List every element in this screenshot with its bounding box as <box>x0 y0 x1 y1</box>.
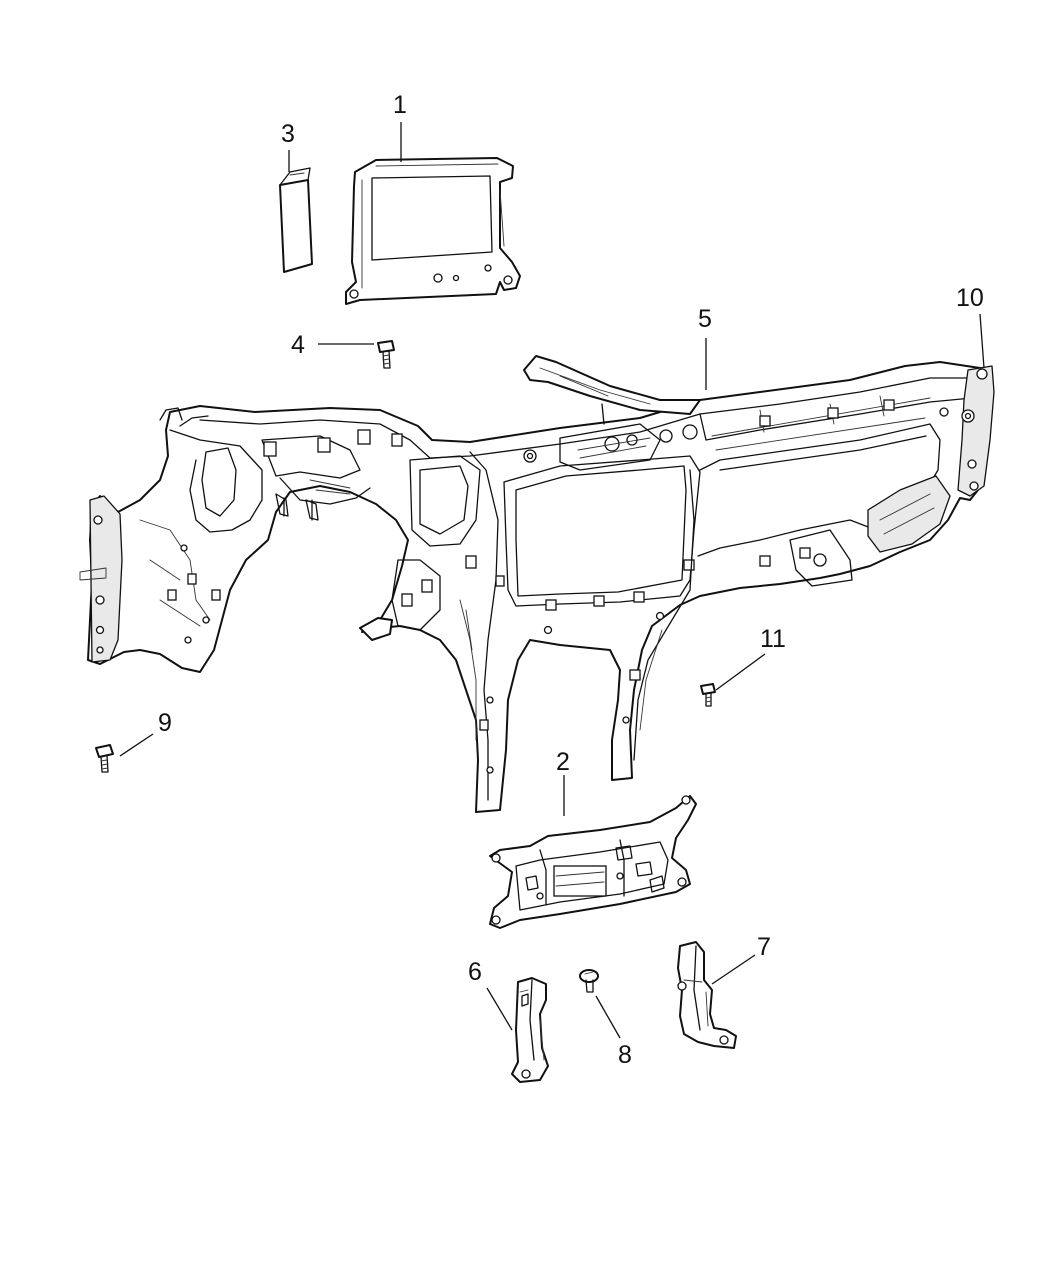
callout-9: 9 <box>158 709 172 737</box>
callout-4: 4 <box>291 331 305 359</box>
callout-1: 1 <box>393 91 407 119</box>
callouts: 1 2 3 4 5 6 7 8 9 10 11 <box>158 91 984 1069</box>
part-8-clip <box>579 969 599 993</box>
callout-11: 11 <box>760 625 786 653</box>
part-3-pad <box>279 167 313 273</box>
part-11-bolt <box>700 683 716 707</box>
part-7-bracket <box>677 941 737 1049</box>
part-2-center-bracket <box>489 795 697 929</box>
callout-6: 6 <box>468 958 482 986</box>
part-6-bracket <box>511 977 549 1083</box>
callout-2: 2 <box>556 748 570 776</box>
callout-7: 7 <box>757 933 771 961</box>
part-9-bolt <box>95 744 114 773</box>
callout-10: 10 <box>956 284 984 312</box>
callout-8: 8 <box>618 1041 632 1069</box>
leader-lines <box>119 122 985 1039</box>
callout-3: 3 <box>281 120 295 148</box>
part-5-cross-car-beam <box>79 355 995 813</box>
part-4-bolt <box>377 340 395 369</box>
part-1-bracket <box>345 157 521 305</box>
callout-5: 5 <box>698 305 712 333</box>
